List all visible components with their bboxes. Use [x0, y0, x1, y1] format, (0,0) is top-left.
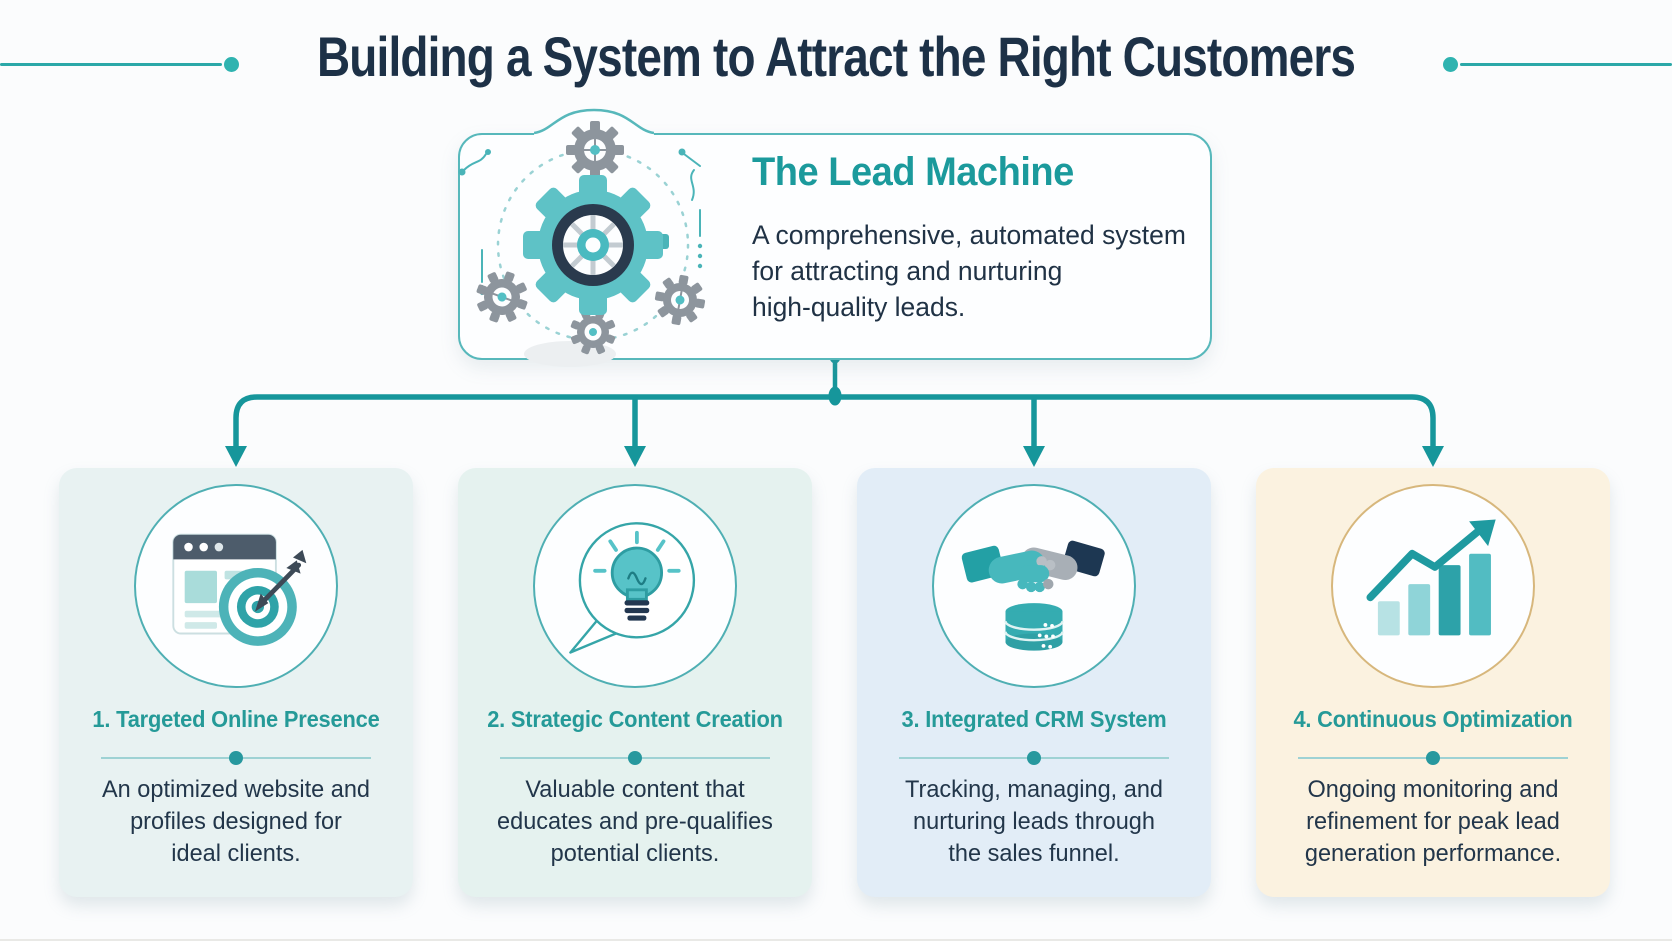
card-icon-circle — [533, 484, 737, 688]
lead-machine-title: The Lead Machine — [752, 150, 1074, 194]
card-title: 4. Continuous Optimization — [1293, 706, 1573, 732]
card-targeted-online-presence: 1. Targeted Online Presence An optimized… — [59, 468, 413, 897]
card-icon-circle — [134, 484, 338, 688]
header-decor-line-right — [1460, 63, 1672, 66]
handshake-database-icon — [961, 540, 1105, 651]
card-integrated-crm-system: 3. Integrated CRM System Tracking, manag… — [857, 468, 1211, 897]
header-decor-dot-left — [224, 57, 239, 72]
card-icon-circle — [932, 484, 1136, 688]
card-body: Ongoing monitoring and refinement for pe… — [1304, 776, 1562, 867]
growth-chart-icon — [1366, 519, 1496, 636]
header-decor-dot-right — [1443, 57, 1458, 72]
card-strategic-content-creation: 2. Strategic Content Creation Valuable c… — [458, 468, 812, 897]
bottom-hairline — [0, 939, 1672, 941]
card-title: 3. Integrated CRM System — [901, 706, 1167, 732]
speech-lightbulb-icon — [569, 522, 696, 654]
gears-automation-icon — [458, 121, 706, 367]
divider — [1298, 751, 1568, 765]
card-title: 2. Strategic Content Creation — [487, 706, 783, 732]
header-decor-line-left — [0, 63, 222, 66]
divider — [500, 751, 770, 765]
card-body: Tracking, managing, and nurturing leads … — [904, 776, 1163, 867]
card-icon-circle — [1331, 484, 1535, 688]
page-title: Building a System to Attract the Right C… — [316, 25, 1356, 88]
divider — [899, 751, 1169, 765]
card-body: Valuable content that educates and pre-q… — [497, 776, 773, 867]
divider — [101, 751, 371, 765]
lead-machine-description: A comprehensive, automated system for at… — [752, 220, 1186, 322]
card-body: An optimized website and profiles design… — [101, 776, 371, 867]
card-continuous-optimization: 4. Continuous Optimization Ongoing monit… — [1256, 468, 1610, 897]
card-title: 1. Targeted Online Presence — [92, 706, 380, 732]
browser-target-icon — [172, 533, 307, 646]
